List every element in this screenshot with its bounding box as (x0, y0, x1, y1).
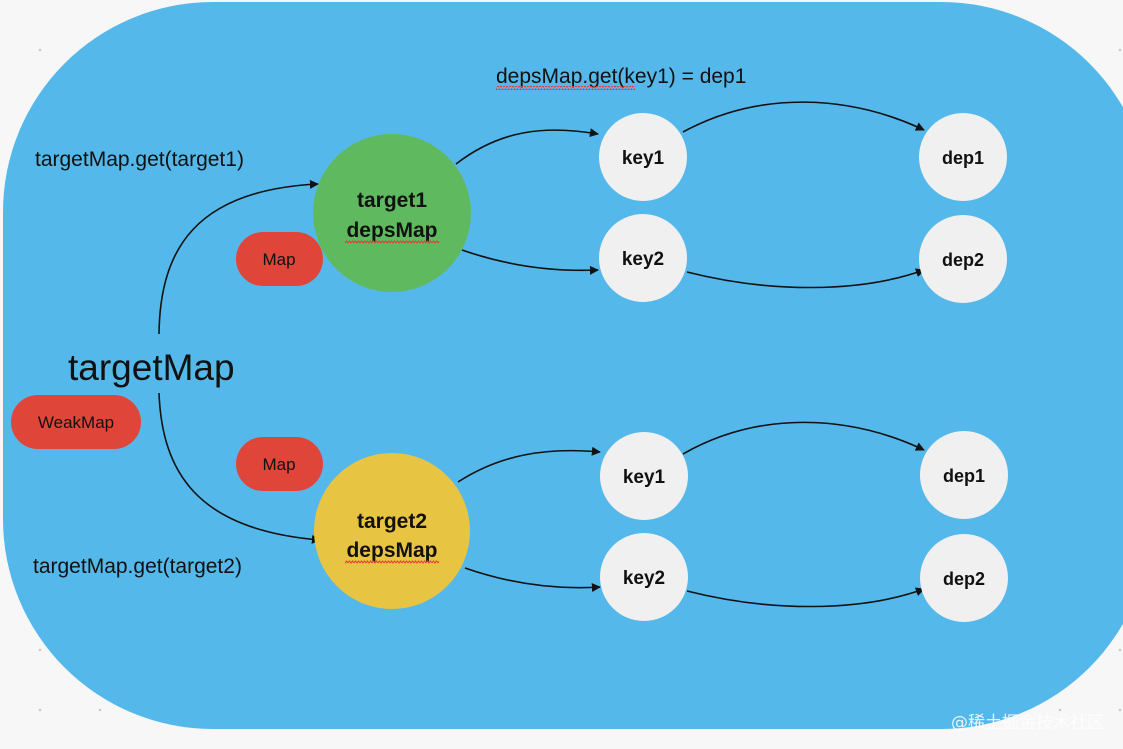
group1-key2-node (599, 214, 687, 302)
target2-map-badge (236, 437, 323, 491)
edge-root-to-target2 (158, 392, 321, 544)
group1-dep1-label: dep1 (942, 148, 984, 168)
group2-key2-label: key2 (623, 568, 665, 589)
target2-subtitle-squiggle (345, 560, 439, 564)
edge-target1-to-key2 (461, 249, 599, 275)
background-blob (3, 2, 1123, 729)
watermark: @稀土掘金技术社区 (951, 713, 1104, 733)
edge-key2-to-dep2-group2 (686, 587, 925, 608)
weakmap-badge (11, 395, 141, 449)
group1-dep2-label: dep2 (942, 250, 984, 270)
target1-map-badge (236, 232, 323, 286)
group2-key2-node (600, 533, 688, 621)
target1-subtitle-squiggle (345, 240, 439, 244)
group2-dep1-label: dep1 (943, 466, 985, 486)
group2-dep1-node (920, 431, 1008, 519)
spellcheck-underline (496, 86, 635, 90)
target1-map-badge-label: Map (262, 250, 295, 269)
edge-key1-to-dep1-group2 (682, 421, 925, 455)
target2-depsmap-node (314, 453, 470, 609)
target1-node-subtitle: depsMap (346, 219, 437, 242)
group2-key1-node (600, 432, 688, 520)
target2-node-title: target2 (357, 510, 427, 533)
target2-map-badge-label: Map (262, 455, 295, 474)
edge-target1-to-key1 (455, 128, 599, 165)
edge-key2-to-dep2-group1 (686, 268, 925, 289)
group2-dep2-label: dep2 (943, 569, 985, 589)
target2-node-subtitle: depsMap (346, 539, 437, 562)
group2-dep2-node (920, 534, 1008, 622)
edge-target2-to-key2 (464, 567, 601, 592)
edge-label-get-target1: targetMap.get(target1) (35, 148, 244, 171)
group1-key1-label: key1 (622, 148, 665, 169)
group1-dep1-node (919, 113, 1007, 201)
edge-root-to-target1 (158, 179, 319, 335)
target1-depsmap-node (313, 134, 471, 292)
edge-label-get-key1: depsMap.get(key1) = dep1 (496, 65, 746, 88)
edge-target2-to-key1 (457, 446, 601, 483)
target1-node-title: target1 (357, 189, 427, 212)
group1-dep2-node (919, 215, 1007, 303)
root-label: targetMap (68, 347, 235, 388)
group2-key1-label: key1 (623, 467, 666, 488)
edge-key1-to-dep1-group1 (682, 101, 925, 133)
group1-key2-label: key2 (622, 249, 664, 270)
weakmap-badge-label: WeakMap (38, 413, 114, 432)
group1-key1-node (599, 113, 687, 201)
edge-label-get-target2: targetMap.get(target2) (33, 555, 242, 578)
